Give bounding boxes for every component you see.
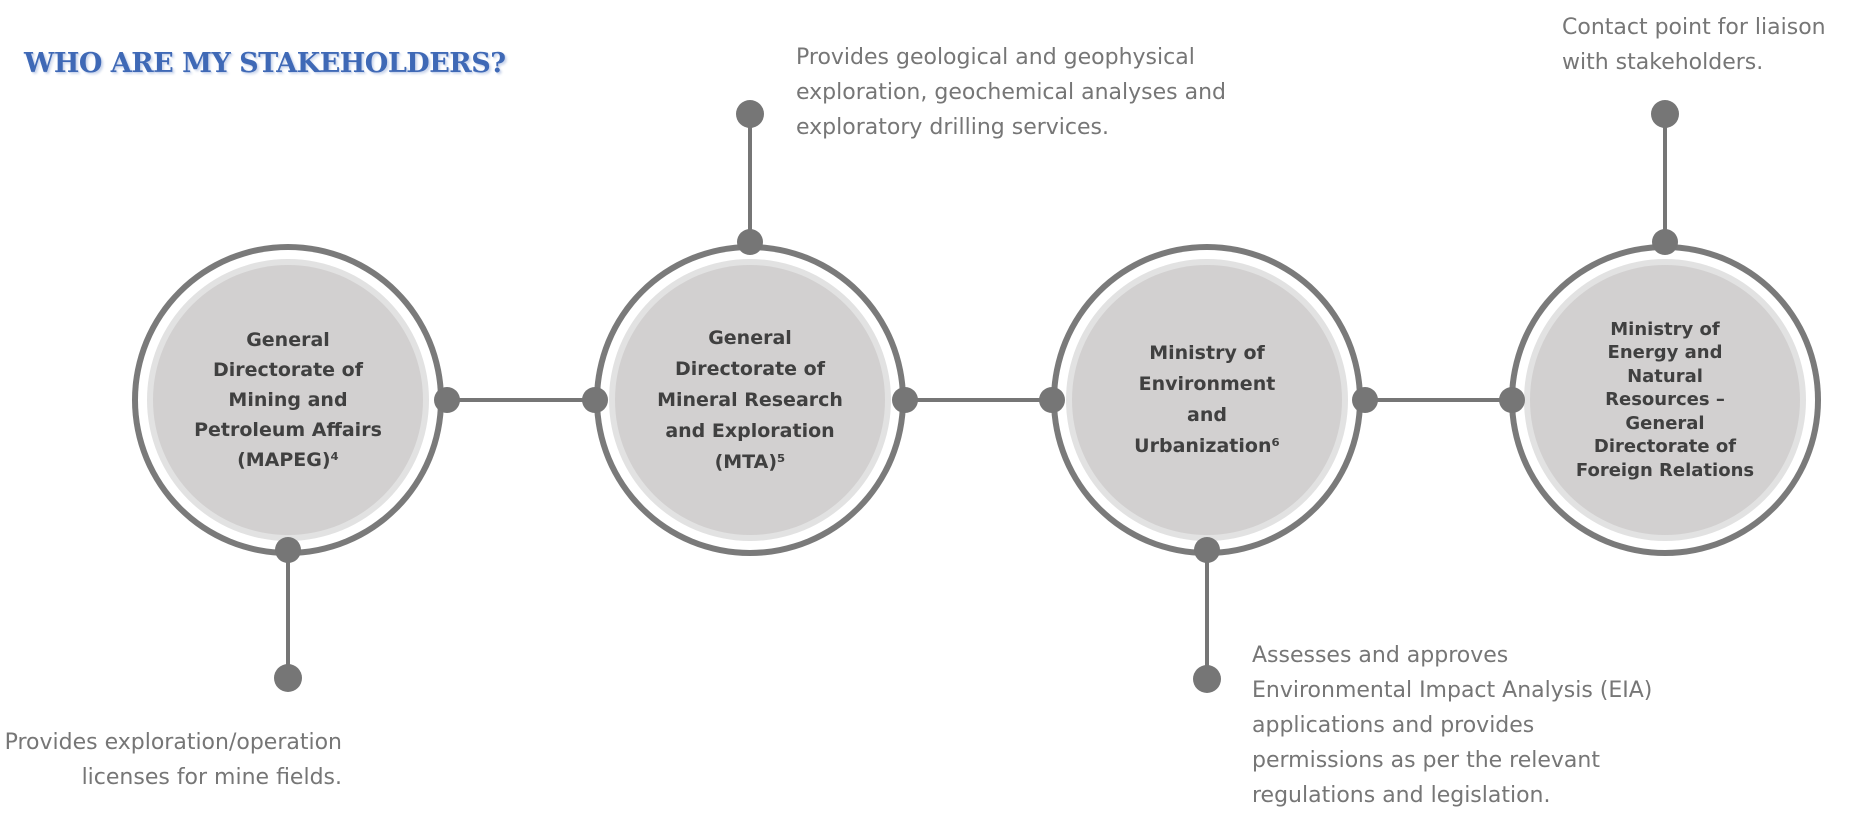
stakeholder-description-energy: Contact point for liaison with stakehold… bbox=[1562, 15, 1826, 75]
stakeholder-name: General Directorate of Mineral Research … bbox=[657, 326, 843, 473]
connector-dot bbox=[582, 387, 608, 413]
stem-end-dot bbox=[736, 100, 764, 128]
stakeholder-name: Ministry of Energy and Natural Resources… bbox=[1575, 318, 1755, 481]
stakeholder-label-mapeg: General Directorate of Mining and Petrol… bbox=[188, 300, 388, 500]
stakeholder-label-environment: Ministry of Environment and Urbanization… bbox=[1107, 300, 1307, 500]
stakeholder-node-energy bbox=[1509, 244, 1821, 556]
stakeholder-description-environment: Assesses and approves Environmental Impa… bbox=[1252, 643, 1653, 808]
stem-end-dot bbox=[274, 664, 302, 692]
page-title: WHO ARE MY STAKEHOLDERS? bbox=[24, 48, 506, 79]
stakeholder-label-energy: Ministry of Energy and Natural Resources… bbox=[1565, 300, 1765, 500]
connector-dot bbox=[275, 537, 301, 563]
stem-end-dot bbox=[1651, 100, 1679, 128]
stakeholder-name: Ministry of Environment and Urbanization… bbox=[1134, 342, 1280, 457]
connector-dot bbox=[1499, 387, 1525, 413]
connector-dot bbox=[434, 387, 460, 413]
connector-dot bbox=[1039, 387, 1065, 413]
stakeholder-node-mapeg bbox=[132, 244, 444, 556]
stakeholder-node-environment bbox=[1051, 244, 1363, 556]
connector-dot bbox=[1194, 537, 1220, 563]
connector-dot bbox=[892, 387, 918, 413]
stakeholder-label-mta: General Directorate of Mineral Research … bbox=[650, 300, 850, 500]
stem-end-dot bbox=[1193, 665, 1221, 693]
connector-dot bbox=[1352, 387, 1378, 413]
stakeholder-description-mta: Provides geological and geophysical expl… bbox=[796, 45, 1226, 140]
connector-dot bbox=[1652, 229, 1678, 255]
stakeholder-name: General Directorate of Mining and Petrol… bbox=[194, 329, 382, 471]
stakeholder-description-mapeg: Provides exploration/operation licenses … bbox=[4, 730, 342, 790]
connector-dot bbox=[737, 229, 763, 255]
stakeholder-node-mta bbox=[594, 244, 906, 556]
